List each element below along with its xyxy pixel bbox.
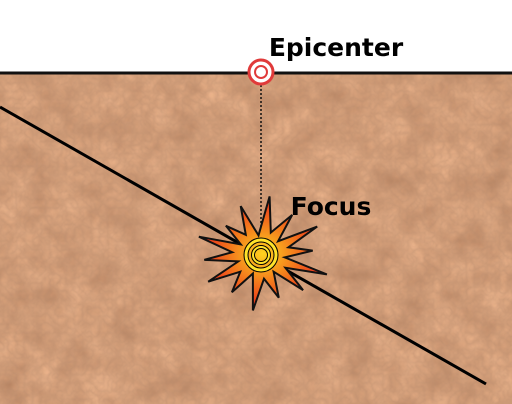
epicenter-marker-icon	[247, 58, 275, 86]
focus-dot	[252, 246, 270, 264]
focus-burst-shape	[198, 196, 328, 311]
epicenter-label: Epicenter	[269, 33, 404, 62]
focus-label: Focus	[291, 192, 372, 221]
focus-ring	[244, 238, 278, 272]
epicenter-center	[254, 65, 268, 79]
focus-burst-icon	[198, 196, 328, 311]
